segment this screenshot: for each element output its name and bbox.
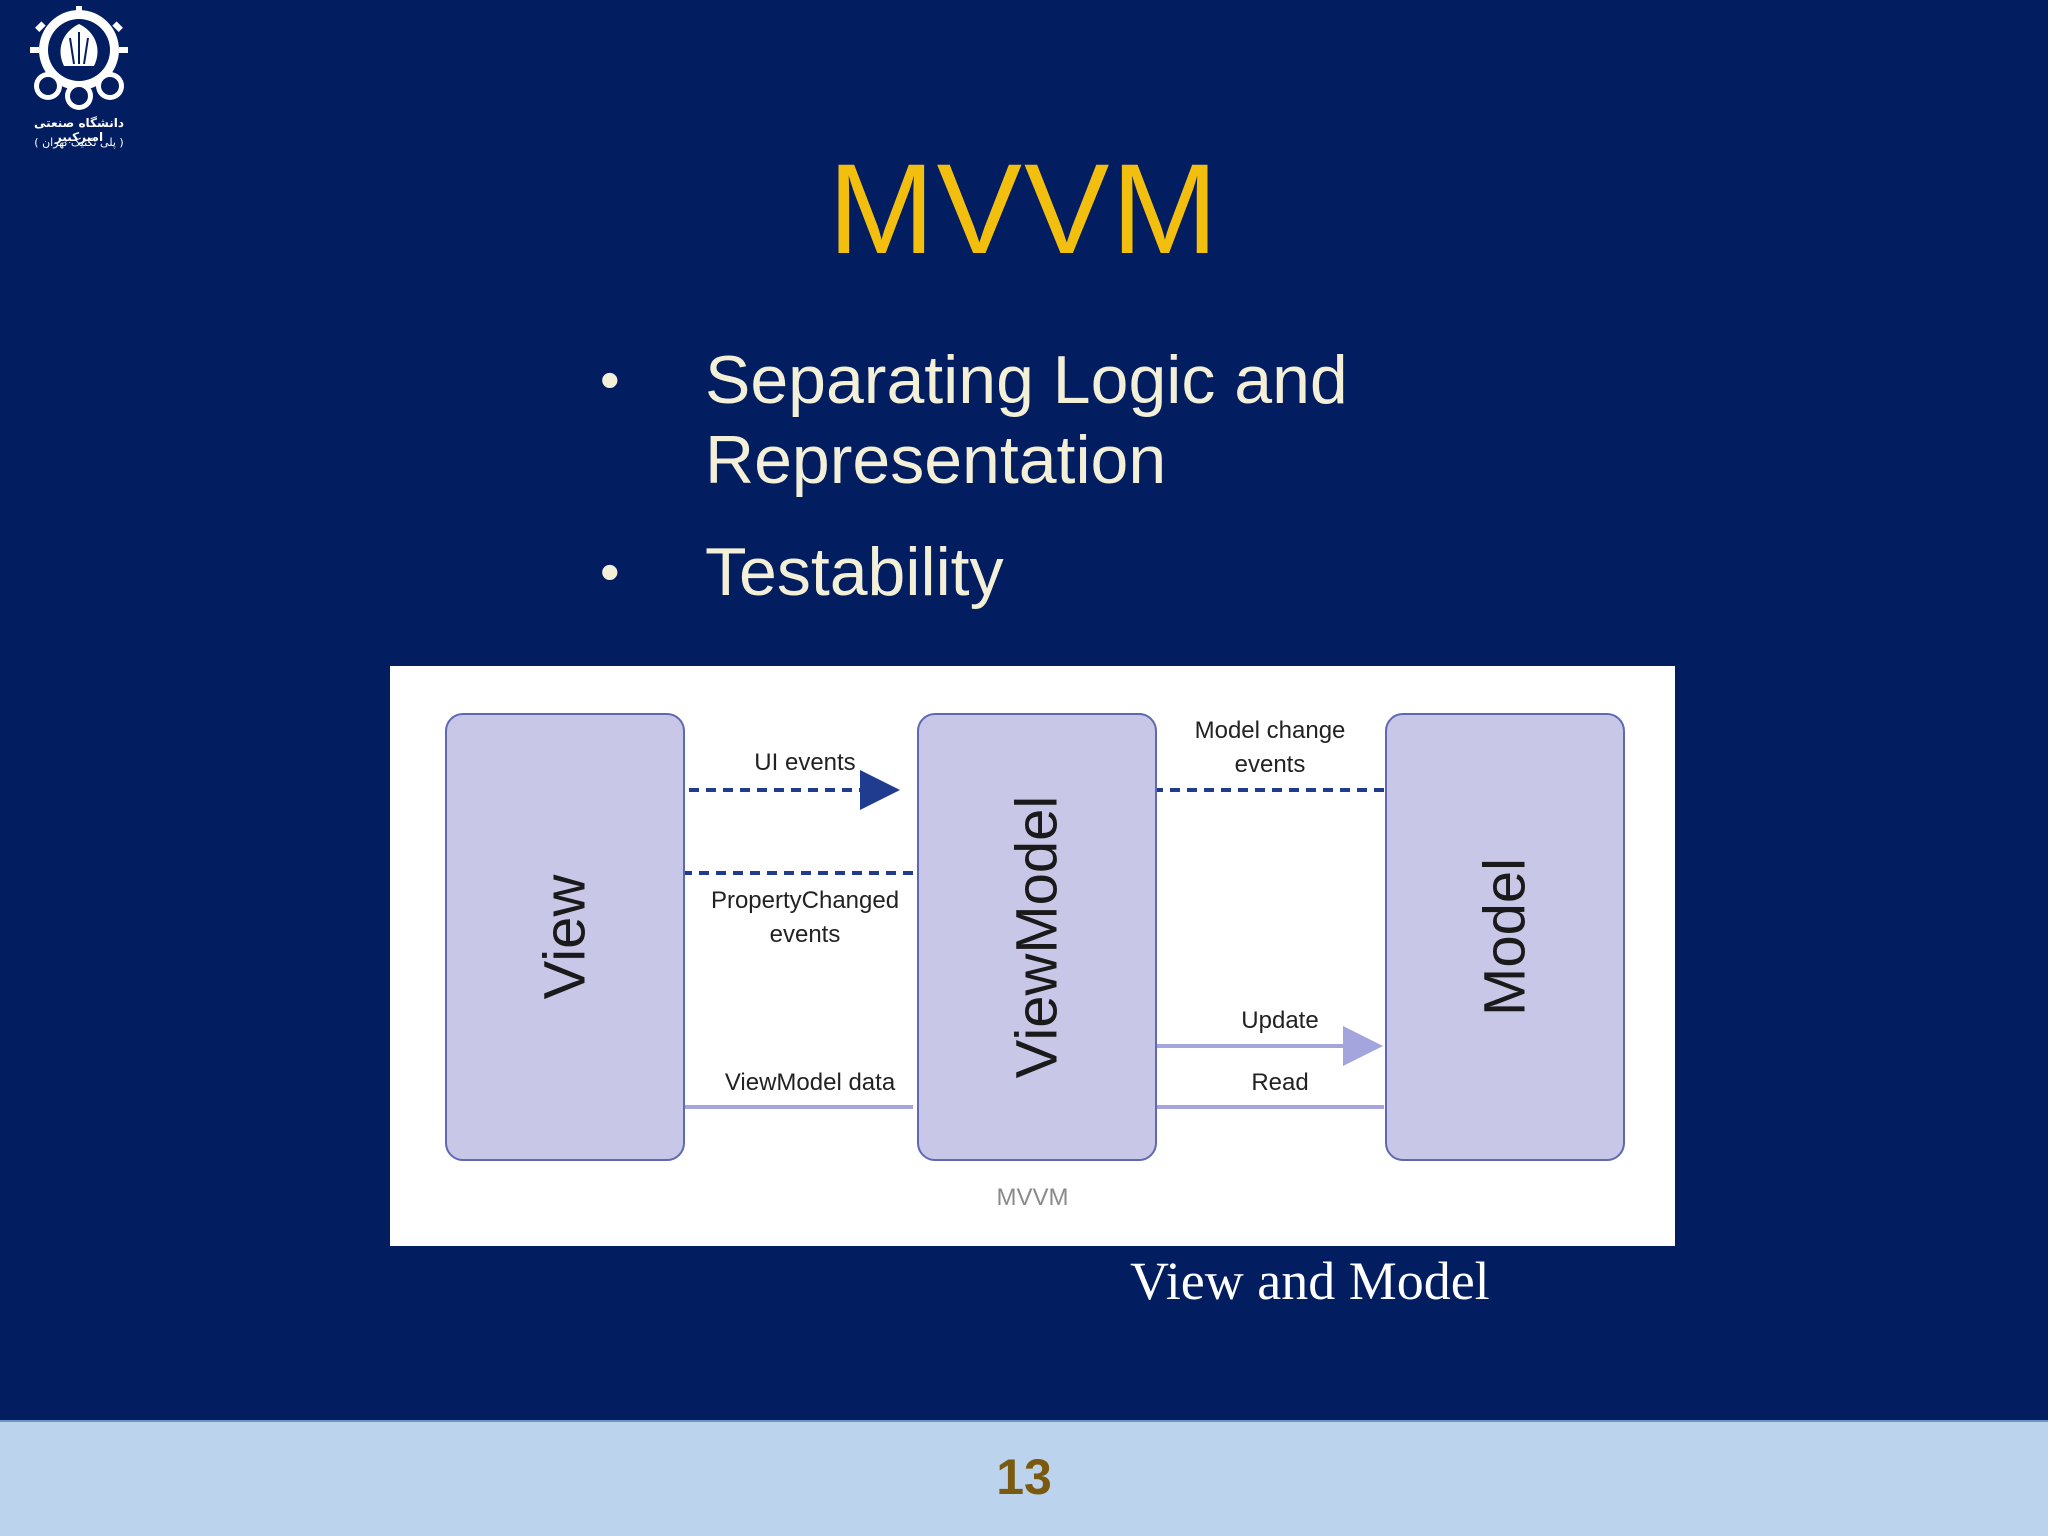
bullet-text: Testability <box>705 534 1004 610</box>
viewmodel-data-label: ViewModel data <box>724 1069 896 1096</box>
bullet-glyph: • <box>600 540 620 603</box>
bullet-text: Separating Logic and Representation <box>705 342 1348 498</box>
update-label: Update <box>1241 1007 1319 1034</box>
view-box-label: View <box>532 874 598 1000</box>
university-emblem-icon <box>30 6 128 110</box>
bullet-item: • Separating Logic and Representation <box>600 340 1500 500</box>
university-logo: دانشگاه صنعتی امیرکبیر ( پلی تکنیک تهران… <box>14 2 144 152</box>
slide-footer: 13 <box>0 1420 2048 1536</box>
view-box: View <box>445 713 685 1161</box>
page-number: 13 <box>996 1449 1052 1505</box>
property-changed-label: PropertyChanged events <box>710 887 900 948</box>
bullet-item: • Testability <box>600 532 1500 612</box>
slide-title: MVVM <box>828 138 1220 281</box>
viewmodel-box: ViewModel <box>917 713 1157 1161</box>
university-name: دانشگاه صنعتی امیرکبیر <box>33 116 125 144</box>
mvvm-diagram: View ViewModel Model UI events PropertyC… <box>390 666 1675 1246</box>
read-label: Read <box>1251 1069 1309 1096</box>
ui-events-label: UI events <box>754 749 856 776</box>
diagram-caption: MVVM <box>996 1184 1069 1211</box>
model-box-label: Model <box>1472 858 1538 1016</box>
bullet-list: • Separating Logic and Representation • … <box>600 340 1500 644</box>
viewmodel-box-label: ViewModel <box>1004 795 1070 1079</box>
figure-subcaption: View and Model <box>1130 1251 1490 1311</box>
model-change-label: Model change events <box>1194 717 1346 778</box>
bullet-glyph: • <box>600 348 620 411</box>
model-box: Model <box>1385 713 1625 1161</box>
university-subname: ( پلی تکنیک تهران ) <box>34 136 124 149</box>
